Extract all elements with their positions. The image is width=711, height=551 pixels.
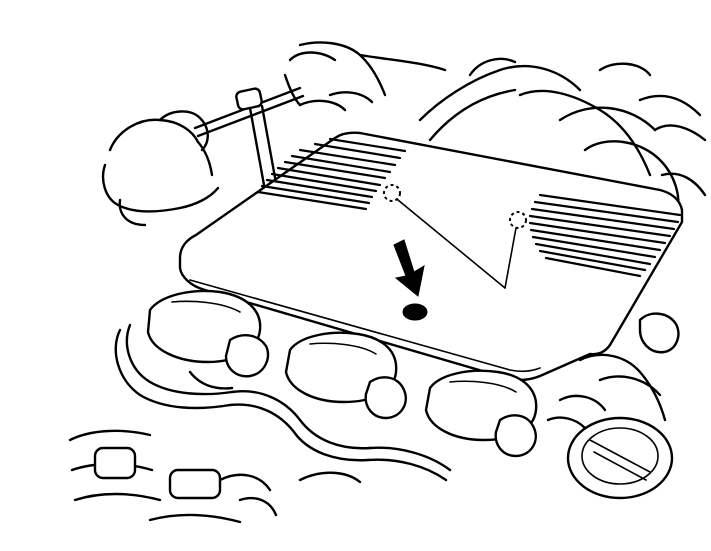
- lower-engine-details: [68, 429, 362, 524]
- ignition-coil-1: [146, 289, 270, 378]
- left-hand: [101, 110, 220, 227]
- engine-cover: [178, 131, 684, 382]
- hidden-bolt-callouts: [383, 184, 527, 289]
- right-engine-components: [546, 312, 680, 430]
- upper-hand: [283, 41, 447, 112]
- engine-hoses-background: [418, 57, 707, 212]
- vent-grille-left: [256, 137, 407, 211]
- oil-filler-cap: [566, 416, 674, 500]
- spark-plug-wires: [114, 323, 452, 482]
- ignition-coil-2: [284, 331, 407, 420]
- ignition-coil-3: [424, 369, 538, 458]
- vent-grille-right: [528, 193, 682, 278]
- bolt-location-indicator: [393, 239, 428, 321]
